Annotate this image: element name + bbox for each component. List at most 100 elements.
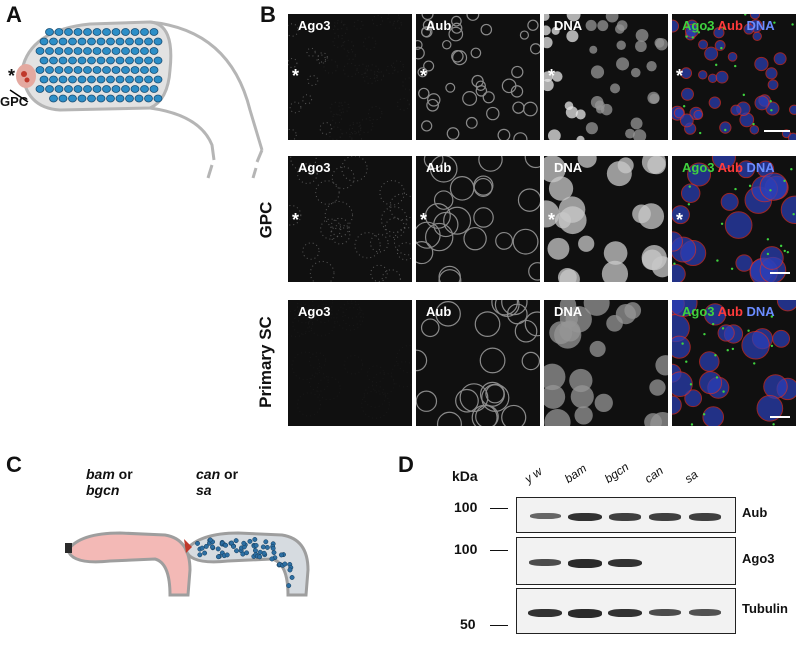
hub-star: *	[292, 210, 300, 230]
label-part: DNA	[554, 304, 583, 319]
label-part: DNA	[746, 18, 775, 33]
blot-band	[568, 609, 602, 618]
micrograph-row2-aub: Aub *	[416, 156, 540, 282]
mw-marker: 100	[454, 541, 478, 557]
hub-star: *	[676, 210, 684, 230]
blot-aub	[516, 497, 736, 533]
label-part: Aub	[426, 18, 452, 33]
micrograph-label: Ago3	[298, 304, 331, 319]
mutant-testis-schematics	[65, 531, 310, 597]
hub-star: *	[548, 210, 556, 230]
micrograph-row3-dna: DNA	[544, 300, 668, 426]
label-part: DNA	[746, 304, 775, 319]
micrograph-label: Ago3 Aub DNA	[682, 160, 775, 175]
micrograph-label: DNA	[554, 160, 582, 175]
micrograph-row1-aub: Aub *	[416, 14, 540, 140]
blot-label-ago3: Ago3	[742, 551, 775, 566]
genotype-label-left: bam or bgcn	[86, 466, 133, 498]
lane-label: sa	[681, 467, 701, 486]
blot-band	[568, 513, 602, 522]
lane-label: y w	[521, 464, 545, 486]
blot-band	[608, 559, 642, 568]
micrograph-row3-merge: Ago3 Aub DNA	[672, 300, 796, 426]
micrograph-row2-dna: DNA *	[544, 156, 668, 282]
mw-marker: 100	[454, 499, 478, 515]
mw-tick	[490, 625, 508, 626]
genotype-or-right: or	[220, 466, 239, 482]
micrograph-label: Ago3 Aub DNA	[682, 18, 775, 33]
micrograph-label: DNA	[554, 18, 582, 33]
blot-band	[608, 609, 642, 618]
blot-band	[608, 513, 642, 521]
hub-star: *	[292, 66, 300, 86]
micrograph-label: Ago3	[298, 18, 331, 33]
label-part: Ago3	[298, 160, 331, 175]
label-part: DNA	[554, 160, 583, 175]
row-label-primary-sc: Primary SC	[255, 316, 275, 408]
scale-bar	[764, 130, 790, 132]
micrograph-row3-ago3: Ago3	[288, 300, 412, 426]
micrograph-row2-merge: Ago3 Aub DNA *	[672, 156, 796, 282]
blot-band	[689, 609, 721, 616]
label-part: Aub	[426, 304, 452, 319]
genotype-can: can	[196, 466, 221, 482]
micrograph-row3-aub: Aub	[416, 300, 540, 426]
lane-label: bgcn	[601, 459, 632, 486]
micrograph-row1-ago3: Ago3 *	[288, 14, 412, 140]
micrograph-label: Ago3 Aub DNA	[682, 304, 775, 319]
panel-letter-b: B	[260, 2, 276, 27]
label-part: Aub	[717, 160, 747, 175]
label-part: Ago3	[682, 160, 718, 175]
gpc-star: *	[8, 66, 16, 86]
hub-star: *	[420, 210, 428, 230]
blot-tubulin	[516, 588, 736, 634]
genotype-or-left: or	[114, 466, 133, 482]
label-part: DNA	[746, 160, 775, 175]
micrograph-label: DNA	[554, 304, 582, 319]
mw-marker: 50	[460, 616, 476, 632]
label-part: Ago3	[298, 304, 331, 319]
label-part: Aub	[717, 18, 747, 33]
row-label-gpc: GPC	[256, 201, 276, 239]
testis-schematic	[9, 20, 264, 179]
genotype-bam: bam	[86, 466, 115, 482]
blot-band	[648, 609, 682, 617]
micrograph-label: Ago3	[298, 160, 331, 175]
mw-tick	[490, 550, 508, 551]
blot-ago3	[516, 537, 736, 585]
genotype-bgcn: bgcn	[86, 482, 120, 498]
panel-letter-a: A	[6, 2, 22, 27]
micrograph-row2-ago3: Ago3 *	[288, 156, 412, 282]
lane-label: bam	[561, 461, 590, 486]
blot-band	[528, 609, 562, 618]
hub-star: *	[548, 66, 556, 86]
label-part: DNA	[554, 18, 583, 33]
label-part: Aub	[717, 304, 747, 319]
blot-band	[529, 513, 561, 519]
scale-bar	[770, 272, 790, 274]
genotype-label-right: can or sa	[196, 466, 238, 498]
label-part: Ago3	[298, 18, 331, 33]
gpc-label: GPC	[0, 94, 29, 109]
panel-letter-d: D	[398, 452, 414, 477]
blot-band	[568, 559, 602, 568]
blot-band	[688, 513, 722, 521]
label-part: Aub	[426, 160, 452, 175]
label-part: Ago3	[682, 304, 718, 319]
blot-band	[648, 513, 682, 521]
mw-tick	[490, 508, 508, 509]
micrograph-row1-merge: Ago3 Aub DNA *	[672, 14, 796, 140]
label-part: Ago3	[682, 18, 718, 33]
lane-label: can	[641, 463, 666, 486]
blot-band	[528, 559, 562, 567]
micrograph-label: Aub	[426, 18, 451, 33]
scale-bar	[770, 416, 790, 418]
blot-label-tubulin: Tubulin	[742, 601, 788, 616]
hub-star: *	[420, 66, 428, 86]
micrograph-label: Aub	[426, 304, 451, 319]
micrograph-label: Aub	[426, 160, 451, 175]
panel-letter-c: C	[6, 452, 22, 477]
hub-star: *	[676, 66, 684, 86]
kda-label: kDa	[452, 468, 478, 484]
micrograph-row1-dna: DNA *	[544, 14, 668, 140]
